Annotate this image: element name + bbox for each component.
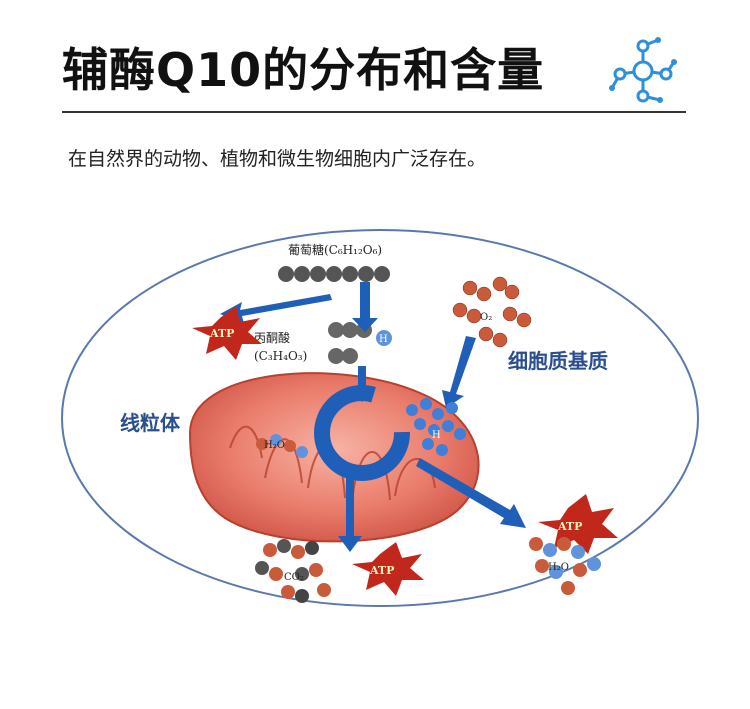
molecule-icon [609,37,677,103]
water-cluster-right [529,537,601,595]
flow-arrows [220,282,526,552]
hydrogen-cluster [406,398,466,456]
h2o-label-right: H₂O [548,562,569,573]
pyruvate-chain [328,322,372,364]
atp-star-bottom: ATP [352,542,424,596]
title-divider [62,111,686,113]
page-title: 辅酶Q10的分布和含量 [62,43,545,97]
water-cluster-mito [256,434,308,458]
co2-label: CO₂ [284,572,304,583]
oxygen-cluster [452,276,532,348]
h-label-top: H [379,334,388,345]
mitochondria-label: 线粒体 [120,411,181,435]
co2-cluster [255,539,331,603]
h-label-mito: H [432,430,441,441]
cellular-respiration-diagram: 葡萄糖(C₆H₁₂O₆) 丙酮酸 (C₃H₄O₃) H ATP ATP [61,229,699,607]
pyruvate-label-line2: (C₃H₄O₃) [254,349,307,363]
svg-text:ATP: ATP [209,327,234,340]
svg-text:ATP: ATP [369,564,394,577]
cytoplasm-label: 细胞质基质 [508,349,608,373]
svg-text:ATP: ATP [557,520,582,533]
h2o-label-mito: H₂O [264,440,285,451]
o2-label: O₂ [480,312,492,323]
pyruvate-label-line1: 丙酮酸 [254,330,290,345]
glucose-label: 葡萄糖(C₆H₁₂O₆) [288,242,382,257]
glucose-chain [278,266,390,282]
subtitle: 在自然界的动物、植物和微生物细胞内广泛存在。 [68,148,487,170]
atp-star-left: ATP [192,306,262,360]
atp-star-right: ATP [538,494,618,554]
